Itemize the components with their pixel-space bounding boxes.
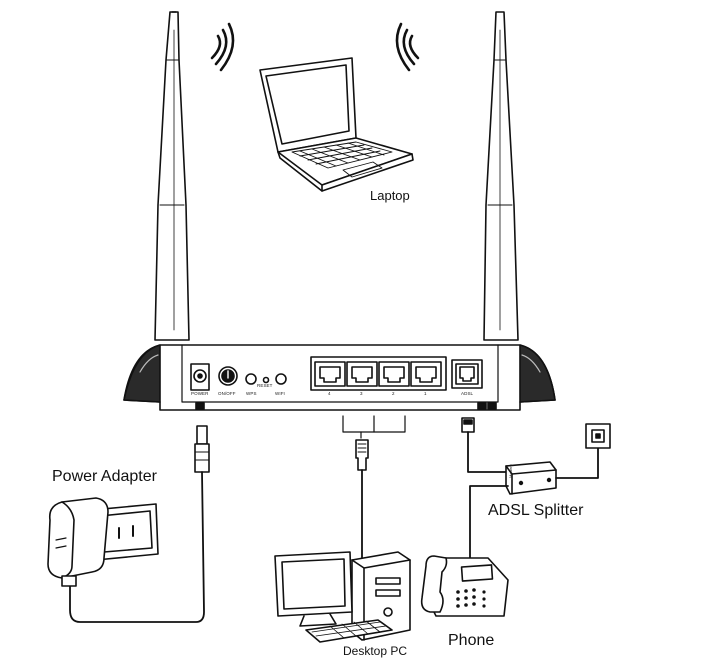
right-antenna (483, 11, 519, 341)
adsl-splitter-label: ADSL Splitter (488, 502, 584, 519)
lan-bracket (342, 415, 406, 439)
power-port-label: POWER (191, 391, 209, 396)
laptop-label: Laptop (370, 188, 410, 203)
power-port (190, 363, 210, 391)
desktop-pc-label: Desktop PC (343, 644, 408, 658)
on-off-label: ON/OFF (218, 391, 236, 396)
phone-label: Phone (448, 632, 495, 649)
wifi-label: WIFI (275, 391, 285, 396)
splitter-to-wall-cable (555, 439, 599, 479)
phone-icon (420, 555, 509, 617)
splitter-to-phone-cable (469, 485, 509, 561)
on-off-button (218, 366, 238, 386)
wall-jack-icon (585, 423, 611, 449)
reset-button (262, 376, 270, 384)
lan-port-2-label: 2 (392, 391, 395, 396)
adsl-cable (467, 431, 509, 473)
adsl-plug (461, 417, 475, 433)
desktop-pc-icon (274, 551, 411, 643)
wifi-waves-right-icon (395, 22, 420, 72)
lan-port-1-label: 1 (424, 391, 427, 396)
reset-label: RESET (257, 383, 273, 388)
wps-label: WPS (246, 391, 257, 396)
wifi-button (275, 373, 287, 385)
wps-button (245, 373, 257, 385)
power-cable (69, 471, 205, 623)
splitter-modem-label: Modem (508, 464, 513, 478)
laptop-icon (259, 57, 414, 192)
wifi-waves-left-icon (210, 22, 235, 72)
dc-power-plug (194, 425, 210, 473)
lan-port-4-label: 4 (328, 391, 331, 396)
ethernet-plug (355, 439, 369, 471)
left-antenna (154, 11, 190, 341)
power-adapter-label: Power Adapter (52, 468, 157, 485)
lan-port-3-label: 3 (360, 391, 363, 396)
lan-ports (310, 356, 447, 391)
adsl-splitter-icon (505, 461, 557, 495)
adsl-port-label: ADSL (461, 391, 474, 396)
adsl-port (451, 359, 483, 389)
power-adapter-icon (47, 497, 159, 587)
